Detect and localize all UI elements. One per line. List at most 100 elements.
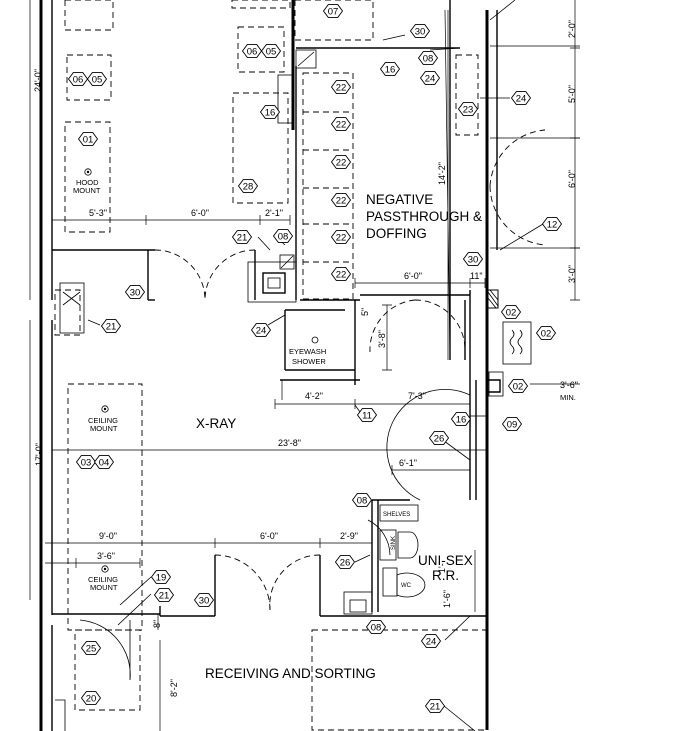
keynote-hexagon (260, 44, 282, 58)
keynote-number: 16 (385, 64, 396, 75)
keynote-hexagon (75, 455, 97, 469)
keynote-hexagon (193, 593, 215, 607)
keynote-number: 16 (265, 107, 276, 118)
keynote-hexagon (272, 229, 294, 243)
keynote-k04: 04 (93, 455, 115, 469)
keynote-k06b: 06 (241, 44, 263, 58)
keynote-number: 09 (507, 419, 518, 430)
notes: HOOD MOUNT CEILING MOUNT CEILING MOUNT E… (73, 178, 576, 592)
keynote-number: 12 (547, 219, 558, 230)
keynote-number: 02 (506, 307, 517, 318)
dim-6-0-neg: 6'-0" (404, 271, 422, 281)
keynote-hexagon (67, 72, 89, 86)
dimension-texts: 24'-0" 17'-0" 5'-3" 6'-0" 2'-1" 6'-0" 11… (33, 20, 578, 697)
keynote-k22d: 22 (330, 193, 352, 207)
keynote-hexagon (507, 379, 529, 393)
keynote-hexagon (330, 267, 352, 281)
room-receiving: RECEIVING AND SORTING (205, 666, 376, 681)
keynote-number: 24 (425, 73, 436, 84)
ceiling-mount-line2: MOUNT (90, 424, 118, 433)
keynote-hexagon (330, 117, 352, 131)
keynote-hexagon (501, 417, 523, 431)
keynote-number: 30 (415, 26, 426, 37)
keynote-k21c: 21 (153, 588, 175, 602)
room-negative-line3: DOFFING (366, 226, 427, 241)
keynote-k16c: 16 (450, 412, 472, 426)
keynote-number: 21 (430, 701, 441, 712)
keynote-hexagon (457, 102, 479, 116)
shelves-label: SHELVES (383, 512, 410, 518)
dim-8: 8" (152, 620, 162, 628)
keynote-hexagon (86, 72, 108, 86)
room-labels: NEGATIVE PASSTHROUGH & DOFFING X-RAY REC… (196, 192, 482, 681)
keynote-k24b: 24 (510, 91, 532, 105)
keynote-number: 26 (340, 557, 351, 568)
dim-2-1: 2'-1" (265, 208, 283, 218)
walls (39, 0, 501, 731)
dim-8-2: 8'-2" (169, 679, 179, 697)
keynote-number: 04 (99, 457, 110, 468)
keynote-number: 08 (371, 622, 382, 633)
keynote-hexagon (153, 588, 175, 602)
keynote-number: 05 (92, 74, 103, 85)
keynote-hexagon (259, 105, 281, 119)
keynote-number: 11 (362, 410, 372, 421)
keynote-hexagon (462, 252, 484, 266)
keynote-number: 22 (336, 269, 347, 280)
keynote-hexagon (150, 570, 172, 584)
room-negative-line2: PASSTHROUGH & (366, 209, 482, 224)
keynote-number: 30 (468, 254, 479, 265)
keynote-number: 08 (278, 231, 289, 242)
keynote-number: 21 (106, 321, 117, 332)
keynote-hexagon (356, 408, 378, 422)
keynote-number: 21 (159, 590, 170, 601)
keynote-hexagon (535, 326, 557, 340)
keynote-number: 03 (81, 457, 92, 468)
keynote-hexagon (100, 319, 122, 333)
keynote-hexagon (424, 699, 446, 713)
keynote-number: 01 (83, 134, 94, 145)
keynote-hexagon (409, 24, 431, 38)
dim-1-6: 1'-6" (442, 590, 452, 608)
keynote-number: 06 (73, 74, 84, 85)
keynote-hexagon (250, 323, 272, 337)
keynote-k02a: 02 (500, 305, 522, 319)
keynote-number: 26 (434, 433, 445, 444)
keynote-k22b: 22 (330, 117, 352, 131)
ceiling-mount-2-line1: CEILING (88, 575, 118, 584)
keynote-hexagon (330, 155, 352, 169)
keynote-k30c: 30 (124, 285, 146, 299)
keynote-hexagon (80, 691, 102, 705)
keynote-k03: 03 (75, 455, 97, 469)
keynote-number: 02 (541, 328, 552, 339)
ceiling-mount-line1: CEILING (88, 416, 118, 425)
dim-3-6-right: 3'-6" (560, 380, 578, 390)
keynote-k22a: 22 (330, 80, 352, 94)
dim-5-0: 5'-0" (567, 85, 577, 103)
dim-24-0: 24'-0" (33, 69, 43, 92)
dim-6-0-top: 6'-0" (191, 208, 209, 218)
keynote-k16b: 16 (259, 105, 281, 119)
room-unisex-line2: R.R. (432, 568, 459, 583)
keynote-number: 02 (513, 381, 524, 392)
keynote-k02c: 02 (507, 379, 529, 393)
keynote-k23: 23 (457, 102, 479, 116)
keynote-k21a: 21 (231, 230, 253, 244)
keynote-hexagon (379, 62, 401, 76)
keynote-number: 24 (426, 636, 437, 647)
keynote-number: 22 (336, 157, 347, 168)
dim-6-1: 6'-1" (399, 458, 417, 468)
keynote-k16a: 16 (379, 62, 401, 76)
sink-label: SINK (391, 536, 397, 550)
room-unisex-line1: UNI-SEX (418, 553, 473, 568)
keynote-number: 30 (199, 595, 210, 606)
dim-2-0: 2'-0" (567, 20, 577, 38)
keynote-number: 30 (130, 287, 141, 298)
keynote-hexagon (77, 132, 99, 146)
eyewash-line1: EYEWASH (289, 347, 326, 356)
keynote-number: 22 (336, 82, 347, 93)
keynote-number: 08 (423, 53, 434, 64)
keynote-k02b: 02 (535, 326, 557, 340)
dim-11: 11" (470, 271, 483, 281)
